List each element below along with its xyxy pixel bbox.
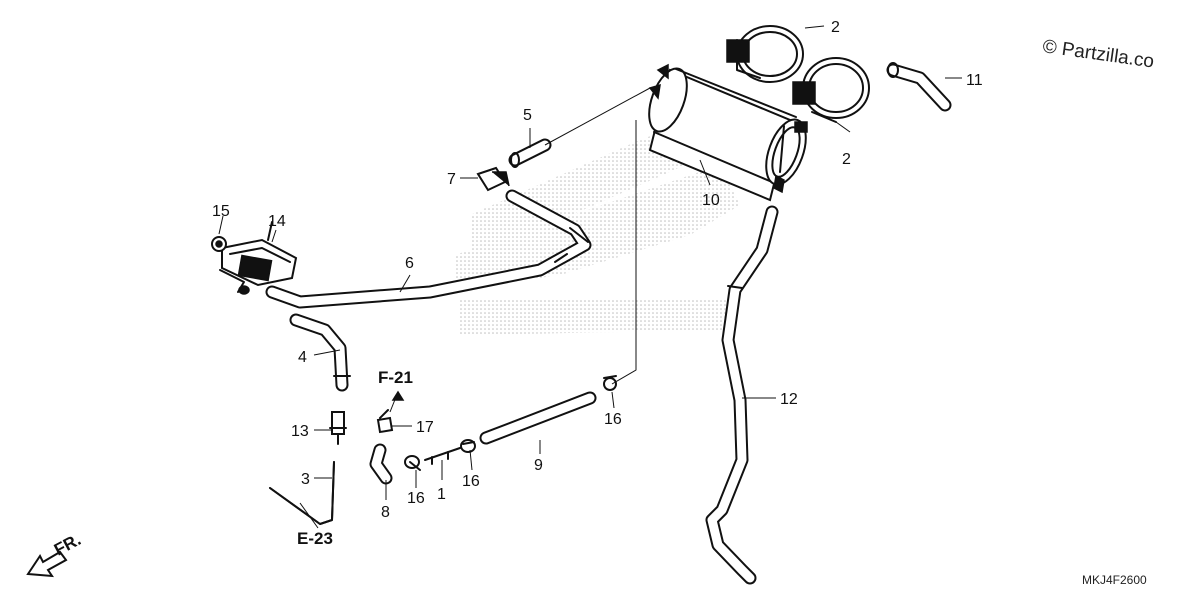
callout-3: 3 bbox=[301, 471, 310, 488]
front-direction-marker: FR. bbox=[26, 530, 84, 578]
reference-f21[interactable]: F-21 bbox=[378, 368, 413, 387]
connector-part-13[interactable] bbox=[329, 411, 347, 445]
callout-5: 5 bbox=[523, 107, 532, 124]
callout-11: 11 bbox=[966, 72, 983, 89]
elbow-hose-part-11[interactable] bbox=[886, 62, 952, 112]
callout-6: 6 bbox=[405, 255, 414, 272]
callout-2b: 2 bbox=[842, 151, 851, 168]
f21-arrow-icon bbox=[391, 390, 405, 401]
short-hose-part-5[interactable] bbox=[508, 138, 552, 168]
leader-canister-to-clamp bbox=[611, 120, 637, 385]
solenoid-valve-part-14[interactable] bbox=[219, 221, 298, 295]
long-tube-part-6[interactable] bbox=[265, 189, 592, 309]
callout-1: 1 bbox=[437, 486, 446, 503]
reference-e23[interactable]: E-23 bbox=[297, 529, 333, 548]
callout-15: 15 bbox=[212, 203, 230, 220]
diagram-code: MKJ4F2600 bbox=[1082, 573, 1147, 587]
curved-hose-part-4[interactable] bbox=[289, 313, 351, 392]
evap-canister-part-10[interactable] bbox=[642, 63, 814, 202]
callout-8: 8 bbox=[381, 504, 390, 521]
drain-hose-part-12[interactable] bbox=[705, 205, 779, 585]
callout-13: 13 bbox=[291, 423, 309, 440]
callout-4: 4 bbox=[298, 349, 307, 366]
clip-part-17[interactable] bbox=[376, 409, 394, 434]
band-clamp-part-2b[interactable] bbox=[792, 57, 870, 123]
band-clamp-part-2a[interactable] bbox=[726, 25, 804, 83]
callout-labels: 2 2 11 5 7 10 6 4 15 14 13 3 17 8 16 1 1… bbox=[212, 19, 983, 521]
copyright-text: © Partzilla.co bbox=[1041, 36, 1155, 72]
callout-2a: 2 bbox=[831, 19, 840, 36]
clamp-part-16-left[interactable] bbox=[404, 455, 421, 471]
callout-7: 7 bbox=[447, 171, 456, 188]
callout-16-center: 16 bbox=[462, 473, 480, 490]
hose-part-9[interactable] bbox=[479, 391, 597, 445]
joint-pipe-part-1[interactable] bbox=[424, 447, 461, 465]
clamp-part-16-right[interactable] bbox=[603, 375, 617, 391]
callout-16-left: 16 bbox=[407, 490, 425, 507]
nut-part-15[interactable] bbox=[211, 236, 227, 252]
callout-14: 14 bbox=[268, 213, 286, 230]
bent-hose-part-8[interactable] bbox=[369, 443, 393, 485]
elbow-joint-part-7[interactable] bbox=[476, 166, 510, 192]
callout-10: 10 bbox=[702, 192, 720, 209]
bent-tube-part-3[interactable] bbox=[269, 461, 335, 525]
callout-9: 9 bbox=[534, 457, 543, 474]
callout-17: 17 bbox=[416, 419, 434, 436]
clamp-part-16-center[interactable] bbox=[460, 439, 476, 453]
callout-16-right: 16 bbox=[604, 411, 622, 428]
callout-12: 12 bbox=[780, 391, 798, 408]
